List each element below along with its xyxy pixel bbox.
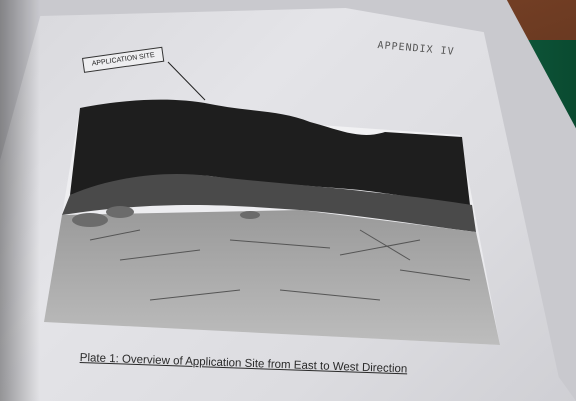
photo-ground <box>44 210 500 345</box>
photo-vegetation <box>70 99 470 205</box>
photo-rocks <box>72 206 260 227</box>
photo-shrubs <box>62 174 476 232</box>
page-shadow <box>0 0 40 401</box>
photo-debris <box>89 229 471 301</box>
